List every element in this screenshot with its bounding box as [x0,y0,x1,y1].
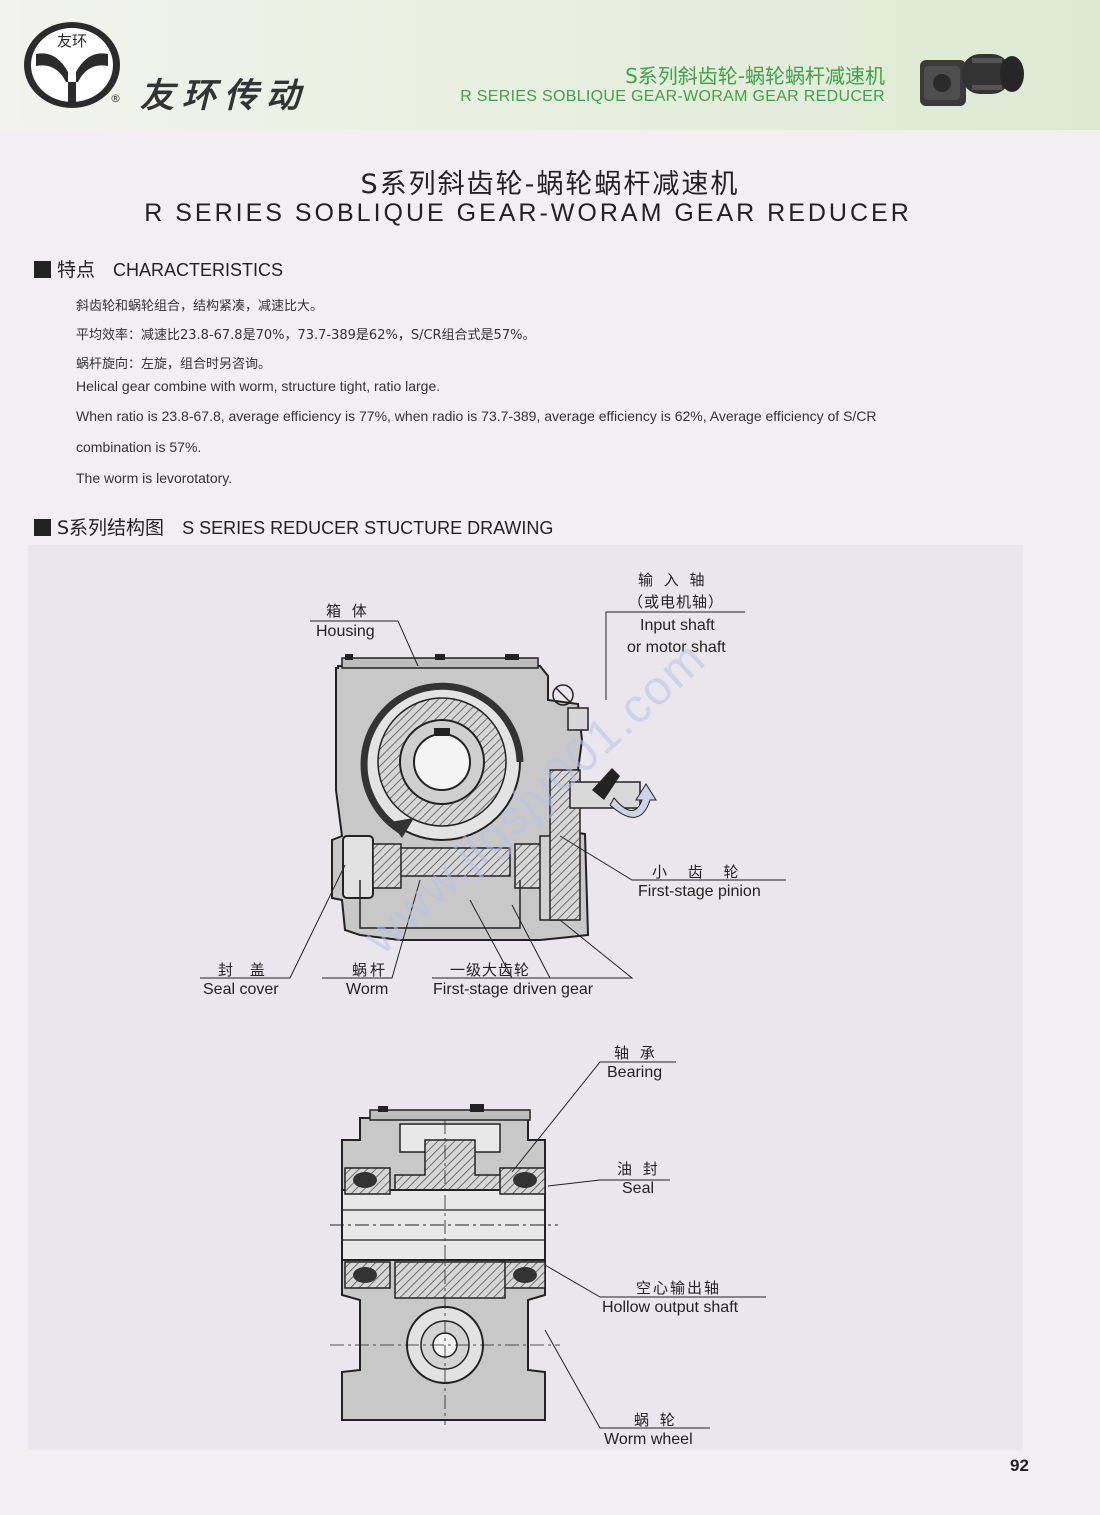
structure-heading: S系列结构图 S SERIES REDUCER STUCTURE DRAWING [34,513,553,540]
worm-label-en: Worm [346,981,389,998]
logo-text: 友环 [57,32,87,50]
seal-cover-label-en: Seal cover [203,981,279,998]
hollow-shaft-label-en: Hollow output shaft [602,1299,739,1316]
worm-label-cn: 蜗杆 [352,961,389,979]
seal-label-en: Seal [622,1180,655,1197]
structure-heading-cn: S系列结构图 [57,517,165,539]
pinion-label-cn: 小 齿 轮 [652,863,747,881]
page-title-cn: S系列斜齿轮-蜗轮蜗杆减速机 [360,169,740,200]
motor-shaft-label-en: or motor shaft [627,639,726,656]
seal-label-cn: 油 封 [617,1160,661,1178]
motor-reducer-photo-icon [920,54,1024,106]
characteristics-heading-en: CHARACTERISTICS [113,260,284,280]
input-shaft-label-cn: 输 入 轴 [638,571,708,589]
page-number: 92 [1010,1456,1029,1475]
lower-section-drawing [330,1104,560,1425]
seal-cover-label-cn: 封 盖 [218,961,271,979]
characteristic-line: 平均效率：减速比23.8-67.8是70%，73.7-389是62%，S/CR组… [76,328,536,343]
pinion-label-en: First-stage pinion [638,883,761,900]
company-name: 友环传动 [140,76,308,116]
input-shaft-label-cn2: （或电机轴） [628,593,725,611]
hollow-shaft-label-cn: 空心输出轴 [636,1279,722,1297]
page-title-en: R SERIES SOBLIQUE GEAR-WORAM GEAR REDUCE… [144,199,912,227]
input-shaft-label-en: Input shaft [640,617,715,634]
upper-leader-lines [200,611,786,979]
driven-gear-label-en: First-stage driven gear [433,981,594,998]
characteristics-heading: 特点 CHARACTERISTICS [34,255,283,282]
header-band [0,0,1100,130]
characteristic-line: The worm is levorotatory. [76,470,233,486]
header-title-cn: S系列斜齿轮-蜗轮蜗杆减速机 [625,64,885,88]
worm-wheel-label-cn: 蜗 轮 [634,1411,678,1429]
lower-leader-lines [511,1061,766,1429]
bearing-label-cn: 轴 承 [614,1044,658,1062]
registered-mark: ® [110,92,121,105]
housing-label-en: Housing [316,623,375,640]
bullet-square-icon [34,261,51,278]
characteristics-heading-cn: 特点 [57,259,96,281]
characteristic-line: Helical gear combine with worm, structur… [76,378,441,394]
structure-heading-en: S SERIES REDUCER STUCTURE DRAWING [182,518,554,538]
characteristic-line: 斜齿轮和蜗轮组合，结构紧凑，减速比大。 [76,299,324,314]
bullet-square-icon [34,519,51,536]
company-logo-icon: 友环 [24,22,120,108]
characteristic-line: combination is 57%. [76,439,202,455]
bearing-label-en: Bearing [607,1064,663,1081]
upper-section-drawing [331,654,657,941]
header-title-en: R SERIES SOBLIQUE GEAR-WORAM GEAR REDUCE… [460,88,885,105]
characteristic-line: 蜗杆旋向：左旋，组合时另咨询。 [76,357,272,372]
worm-wheel-label-en: Worm wheel [604,1431,693,1448]
housing-label-cn: 箱 体 [326,602,370,620]
driven-gear-label-cn: 一级大齿轮 [450,961,531,979]
characteristic-line: When ratio is 23.8-67.8, average efficie… [76,408,877,424]
